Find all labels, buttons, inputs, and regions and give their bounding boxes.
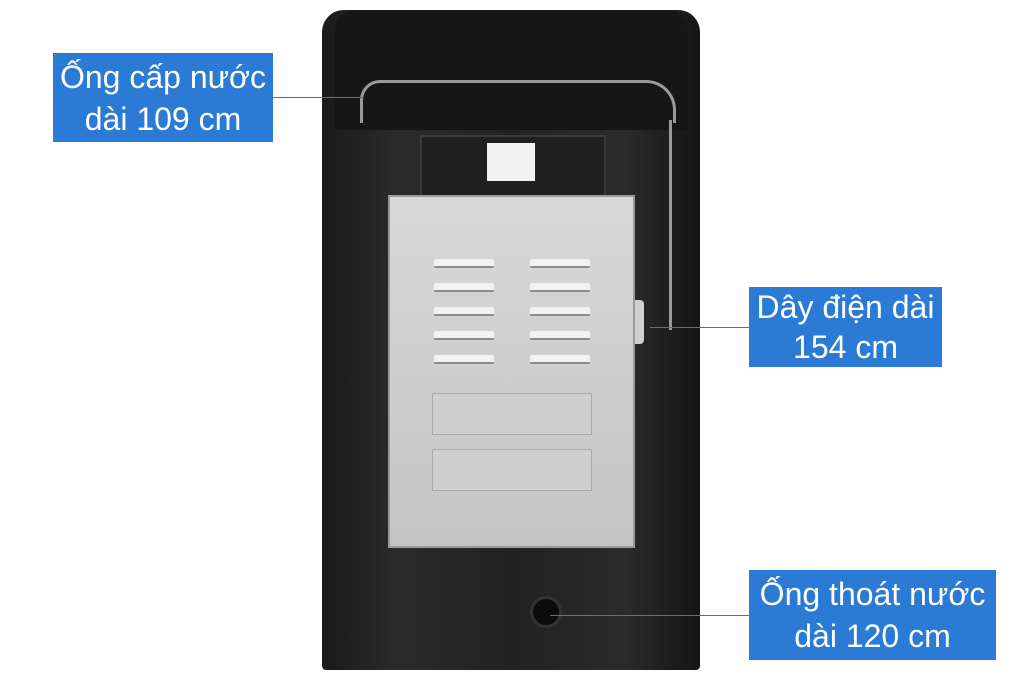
washer-top <box>335 10 687 130</box>
label-line: Ống thoát nước <box>759 576 986 612</box>
power-cord <box>633 120 672 330</box>
panel-emboss <box>432 393 592 435</box>
vent <box>530 355 590 364</box>
inlet-hose-label: Ống cấp nước dài 109 cm <box>53 53 273 142</box>
vent <box>530 331 590 340</box>
vent <box>434 283 494 292</box>
vent <box>530 259 590 268</box>
drain-pointer-line <box>550 615 749 616</box>
drain-outlet <box>530 596 562 628</box>
power-cord-label: Dây điện dài 154 cm <box>749 287 942 367</box>
vent <box>530 283 590 292</box>
rating-sticker <box>487 143 535 181</box>
vent <box>434 331 494 340</box>
label-line: Ống cấp nước <box>59 59 267 95</box>
inlet-hose <box>360 80 676 123</box>
vent <box>434 355 494 364</box>
label-line: Dây điện dài <box>756 289 935 325</box>
vent <box>434 307 494 316</box>
cord-pointer-line <box>650 327 749 328</box>
drain-hose-label: Ống thoát nước dài 120 cm <box>749 570 996 660</box>
label-line: 154 cm <box>793 329 898 365</box>
inlet-pointer-line <box>273 97 363 98</box>
label-line: dài 120 cm <box>794 618 951 654</box>
vent <box>434 259 494 268</box>
panel-emboss <box>432 449 592 491</box>
label-line: dài 109 cm <box>84 101 242 137</box>
rear-panel <box>388 195 635 548</box>
vent <box>530 307 590 316</box>
